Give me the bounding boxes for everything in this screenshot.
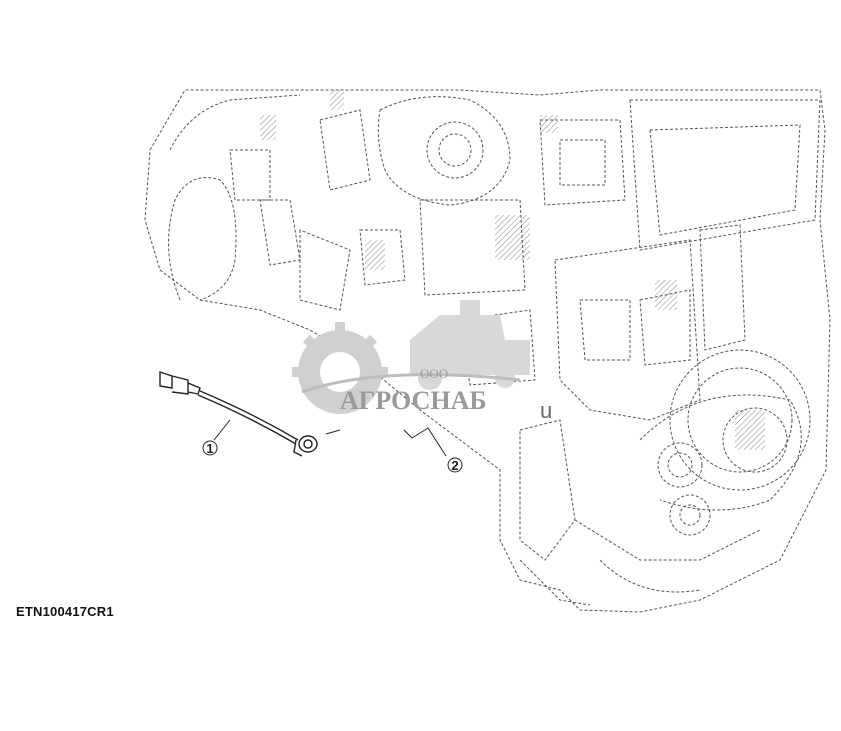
- engine-hatching: [260, 90, 765, 450]
- leader-lines: [213, 419, 447, 457]
- callout-1-label: 1: [206, 441, 213, 456]
- gear-icon: [292, 322, 388, 414]
- harvester-icon: [410, 300, 530, 390]
- callout-2: 2: [447, 457, 463, 473]
- watermark-name: АГРОСНАБ: [340, 386, 487, 415]
- sensor-cable-part: [159, 371, 318, 457]
- watermark-suffix: u: [540, 398, 552, 423]
- watermark: ООО АГРОСНАБ u: [292, 300, 552, 423]
- watermark-prefix: ООО: [420, 366, 448, 381]
- engine-outline: [144, 89, 831, 613]
- callout-1: 1: [202, 440, 218, 456]
- watermark-swoosh: [301, 373, 521, 394]
- callout-2-label: 2: [451, 458, 458, 473]
- figure-code: ETN100417CR1: [16, 604, 114, 619]
